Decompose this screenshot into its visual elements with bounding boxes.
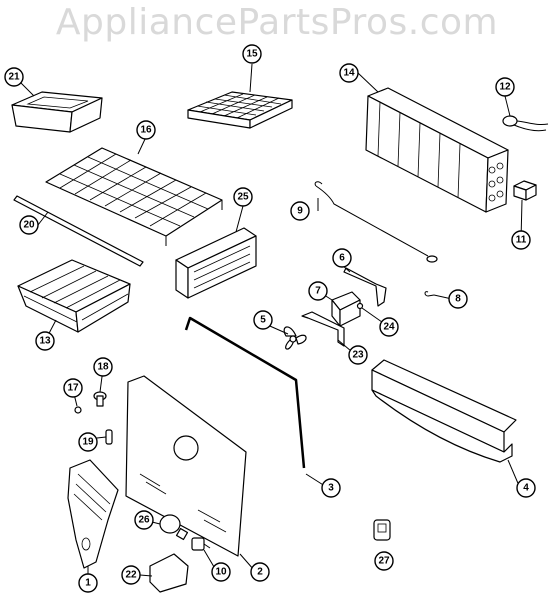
part-gasket[interactable]: [184, 316, 306, 469]
callout-label: 16: [140, 125, 152, 136]
callout-21[interactable]: 21: [4, 67, 24, 87]
callout-label: 2: [257, 567, 263, 578]
part-lens[interactable]: [149, 553, 189, 593]
part-motor-bracket[interactable]: [301, 311, 345, 347]
callout-22[interactable]: 22: [121, 565, 141, 585]
part-screw[interactable]: [356, 302, 364, 310]
callout-label: 14: [343, 68, 355, 79]
callout-label: 5: [260, 315, 266, 326]
part-clip[interactable]: [424, 291, 435, 297]
callout-label: 6: [339, 253, 345, 264]
callout-label: 25: [237, 192, 249, 203]
part-evaporator-cover[interactable]: [175, 227, 257, 299]
callout-label: 17: [67, 383, 79, 394]
callout-label: 11: [516, 235, 527, 246]
callout-11[interactable]: 11: [511, 230, 531, 250]
callout-23[interactable]: 23: [348, 345, 368, 365]
callout-label: 18: [97, 362, 109, 373]
callout-18[interactable]: 18: [93, 357, 113, 377]
callout-label: 12: [499, 82, 511, 93]
callout-label: 24: [383, 322, 395, 333]
callout-10[interactable]: 10: [211, 562, 231, 582]
callout-16[interactable]: 16: [136, 120, 156, 140]
part-light-socket[interactable]: [191, 537, 211, 551]
callout-label: 19: [82, 437, 94, 448]
part-defrost-heater[interactable]: [314, 181, 438, 263]
part-lower-cover[interactable]: [371, 359, 517, 463]
callout-26[interactable]: 26: [134, 510, 154, 530]
callout-13[interactable]: 13: [35, 331, 55, 351]
callout-25[interactable]: 25: [233, 187, 253, 207]
part-knob[interactable]: [93, 391, 107, 407]
callout-27[interactable]: 27: [374, 551, 394, 571]
callout-label: 4: [523, 483, 529, 494]
callout-24[interactable]: 24: [379, 317, 399, 337]
callout-label: 8: [455, 294, 461, 305]
callout-label: 20: [23, 220, 35, 231]
part-small-screw[interactable]: [74, 406, 82, 414]
callout-5[interactable]: 5: [253, 310, 273, 330]
callout-label: 9: [297, 206, 303, 217]
callout-3[interactable]: 3: [321, 478, 341, 498]
callout-1[interactable]: 1: [78, 573, 98, 593]
callout-label: 10: [215, 567, 227, 578]
part-ice-tray[interactable]: [11, 91, 103, 133]
callout-label: 15: [246, 49, 258, 60]
callout-4[interactable]: 4: [516, 478, 536, 498]
callout-8[interactable]: 8: [448, 289, 468, 309]
callout-label: 21: [8, 72, 20, 83]
callout-12[interactable]: 12: [495, 77, 515, 97]
part-terminator-block[interactable]: [513, 180, 537, 201]
callout-17[interactable]: 17: [63, 378, 83, 398]
callout-19[interactable]: 19: [78, 432, 98, 452]
callout-label: 22: [125, 570, 137, 581]
callout-label: 26: [138, 515, 150, 526]
callout-label: 27: [378, 556, 390, 567]
part-ice-cube-tray[interactable]: [187, 91, 293, 129]
part-evaporator[interactable]: [365, 87, 509, 213]
callout-2[interactable]: 2: [250, 562, 270, 582]
part-fan-motor[interactable]: [331, 291, 361, 327]
callout-label: 7: [315, 286, 321, 297]
callout-9[interactable]: 9: [290, 201, 310, 221]
callout-14[interactable]: 14: [339, 63, 359, 83]
part-light-housing[interactable]: [67, 459, 119, 569]
part-wire-basket[interactable]: [17, 259, 131, 333]
callout-label: 3: [328, 483, 334, 494]
callout-label: 23: [352, 350, 364, 361]
part-back-panel[interactable]: [125, 375, 247, 557]
part-fan-blade[interactable]: [283, 326, 307, 350]
part-wire-shelf[interactable]: [45, 147, 223, 246]
callout-label: 1: [85, 578, 91, 589]
callout-label: 13: [39, 336, 51, 347]
callout-6[interactable]: 6: [332, 248, 352, 268]
callout-7[interactable]: 7: [308, 281, 328, 301]
callout-20[interactable]: 20: [19, 215, 39, 235]
part-bracket[interactable]: [343, 267, 387, 307]
part-tab[interactable]: [105, 429, 113, 445]
part-defrost-thermostat[interactable]: [502, 115, 549, 132]
part-connector[interactable]: [373, 519, 391, 541]
callout-15[interactable]: 15: [242, 44, 262, 64]
watermark: AppliancePartsPros.com: [55, 2, 499, 43]
